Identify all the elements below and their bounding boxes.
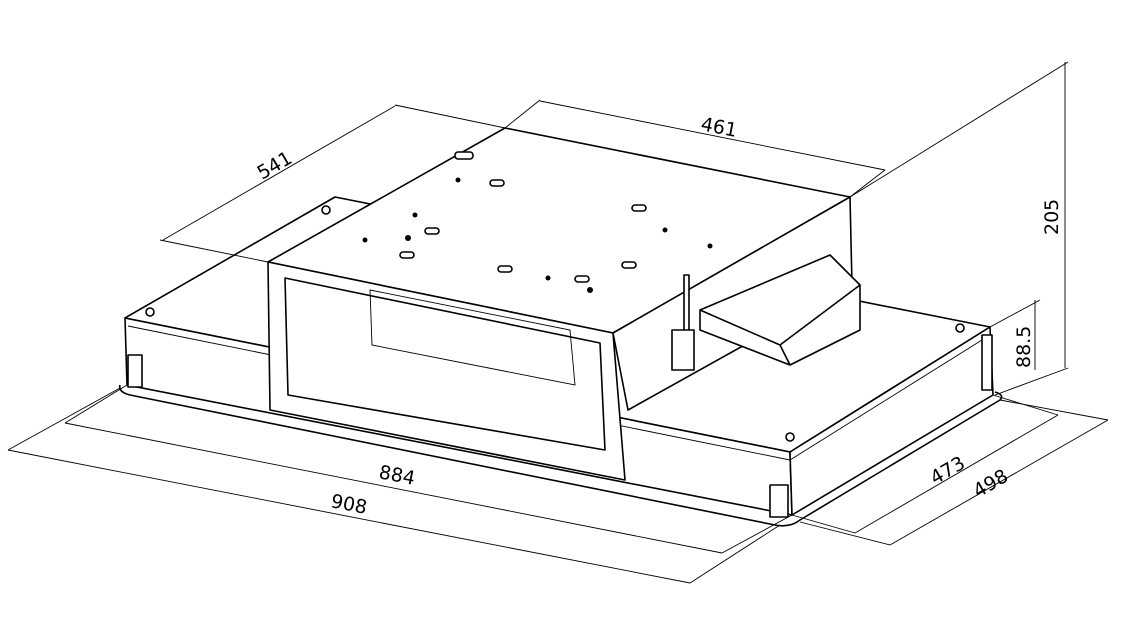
corner-bracket — [127, 354, 143, 388]
cable — [683, 274, 690, 336]
screw — [785, 432, 795, 442]
dim-label-498: 498 — [970, 465, 1012, 502]
control-box — [699, 254, 861, 366]
screw — [321, 205, 331, 215]
corner-bracket — [981, 334, 993, 391]
base-edge-line — [789, 334, 991, 461]
screw — [955, 323, 965, 333]
dim-label-461: 461 — [699, 113, 739, 142]
top-holes — [362, 151, 713, 293]
screw — [145, 307, 155, 317]
dim-label-541: 541 — [254, 147, 296, 184]
dimension-lines — [7, 61, 1109, 584]
cable-clamp — [671, 329, 695, 371]
box-inner-opening — [369, 289, 576, 386]
bottom-plate — [118, 384, 1003, 527]
control-box-edge — [779, 344, 791, 366]
dim-label-908: 908 — [329, 490, 369, 519]
corner-bracket — [769, 484, 789, 518]
dim-label-88-5: 88.5 — [1013, 326, 1035, 368]
dim-label-473: 473 — [927, 452, 969, 489]
box-front-opening — [284, 277, 606, 451]
dim-label-205: 205 — [1041, 199, 1063, 235]
